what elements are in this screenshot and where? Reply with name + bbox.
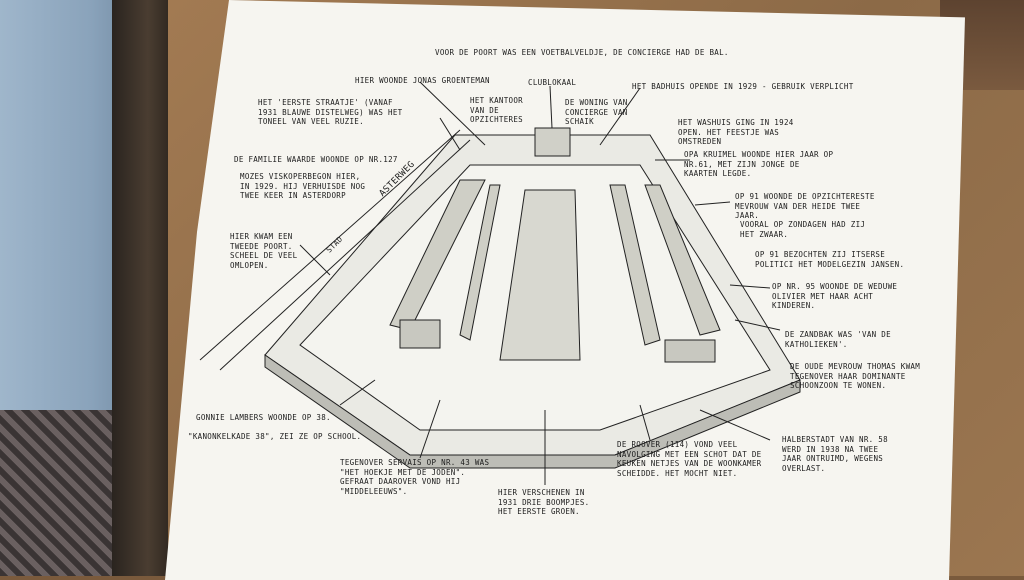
road-edge — [199, 129, 461, 361]
note-clublokaal: CLUBLOKAAL — [528, 78, 577, 87]
small-building-2 — [664, 339, 716, 363]
road-edge-2 — [219, 139, 471, 371]
wooden-post — [112, 0, 172, 576]
note-mozes: MOZES VISKOPERBEGON HIER, IN 1929. HIJ V… — [240, 172, 366, 200]
note-nr95: OP NR. 95 WOONDE DE WEDUWE OLIVIER MET H… — [772, 282, 898, 310]
note-rooyer: DE ROOVER (114) VOND VEEL NAVOLGING MET … — [617, 440, 762, 478]
block-left-2 — [459, 184, 501, 341]
outer-wall-face — [264, 354, 801, 469]
entrance-building — [534, 127, 571, 157]
note-woning-concierge: DE WONING VAN CONCIERGE VAN SCHAIK — [565, 98, 628, 126]
note-voetbalveldje: VOOR DE POORT WAS EEN VOETBALVELDJE, DE … — [435, 48, 729, 57]
block-right-1 — [609, 184, 661, 346]
block-right-2 — [644, 184, 721, 336]
note-servais: TEGENOVER SERVAIS OP NR. 43 WAS "HET HOE… — [340, 458, 490, 496]
note-kantoor: HET KANTOOR VAN DE OPZICHTERES — [470, 96, 523, 124]
note-boompjes: HIER VERSCHENEN IN 1931 DRIE BOOMPJES. H… — [498, 488, 590, 516]
note-politie: OP 91 BEZOCHTEN ZIJ ITSERSE POLITICI HET… — [755, 250, 905, 269]
note-jonas: HIER WOONDE JONAS GROENTEMAN — [355, 76, 490, 85]
note-gonnie: GONNIE LAMBERS WOONDE OP 38. — [196, 413, 331, 422]
note-zandbak: DE ZANDBAK WAS 'VAN DE KATHOLIEKEN'. — [785, 330, 891, 349]
note-washuis: HET WASHUIS GING IN 1924 OPEN. HET FEEST… — [678, 118, 794, 146]
note-oude-mevrouw: DE OUDE MEVROUW THOMAS KWAM TEGENOVER HA… — [790, 362, 921, 390]
note-badhuis: HET BADHUIS OPENDE IN 1929 - GEBRUIK VER… — [632, 82, 854, 91]
note-kanonkelkade: "KANONKELKADE 38", ZEI ZE OP SCHOOL. — [188, 432, 362, 441]
note-waarde: DE FAMILIE WAARDE WOONDE OP NR.127 — [234, 155, 398, 164]
central-block — [499, 189, 581, 361]
note-eerste-straatje: HET 'EERSTE STRAATJE' (VANAF 1931 BLAUWE… — [258, 98, 403, 126]
small-building-1 — [399, 319, 441, 349]
note-opa-kruimel: OPA KRUIMEL WOONDE HIER JAAR OP NR.61, M… — [684, 150, 834, 178]
note-zondagen: VOORAL OP ZONDAGEN HAD ZIJ HET ZWAAR. — [740, 220, 866, 239]
note-nr91: OP 91 WOONDE DE OPZICHTERESTE MEVROUW VA… — [735, 192, 875, 220]
note-tweede-poort: HIER KWAM EEN TWEEDE POORT. SCHEEL DE VE… — [230, 232, 298, 270]
note-halberstadt: HALBERSTADT VAN NR. 58 WERD IN 1938 NA T… — [782, 435, 888, 473]
